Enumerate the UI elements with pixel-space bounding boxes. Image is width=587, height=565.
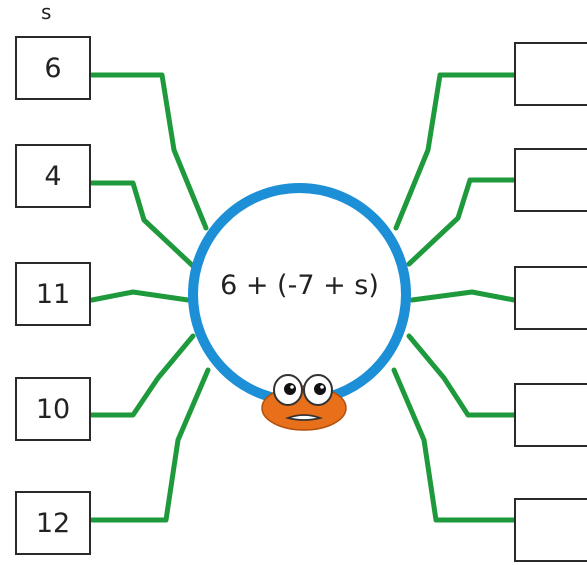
input-box-5: 12 bbox=[15, 491, 91, 555]
output-box-5[interactable] bbox=[514, 498, 587, 562]
leg-right-2 bbox=[409, 180, 514, 264]
variable-label: s bbox=[41, 0, 51, 24]
leg-left-3 bbox=[92, 292, 188, 300]
leg-right-4 bbox=[409, 336, 514, 415]
output-box-2[interactable] bbox=[514, 148, 587, 212]
leg-left-4 bbox=[92, 336, 193, 415]
leg-left-2 bbox=[92, 183, 193, 266]
input-box-1: 6 bbox=[15, 36, 91, 100]
expression-text: 6 + (-7 + s) bbox=[188, 270, 411, 301]
output-box-3[interactable] bbox=[514, 266, 587, 330]
spider-creature-icon bbox=[258, 368, 350, 434]
input-box-2: 4 bbox=[15, 144, 91, 208]
input-box-4: 10 bbox=[15, 377, 91, 441]
leg-left-1 bbox=[92, 75, 206, 228]
output-box-4[interactable] bbox=[514, 383, 587, 447]
input-box-3: 11 bbox=[15, 262, 91, 326]
output-box-1[interactable] bbox=[514, 42, 587, 106]
leg-right-3 bbox=[412, 292, 514, 300]
leg-right-1 bbox=[396, 75, 514, 228]
